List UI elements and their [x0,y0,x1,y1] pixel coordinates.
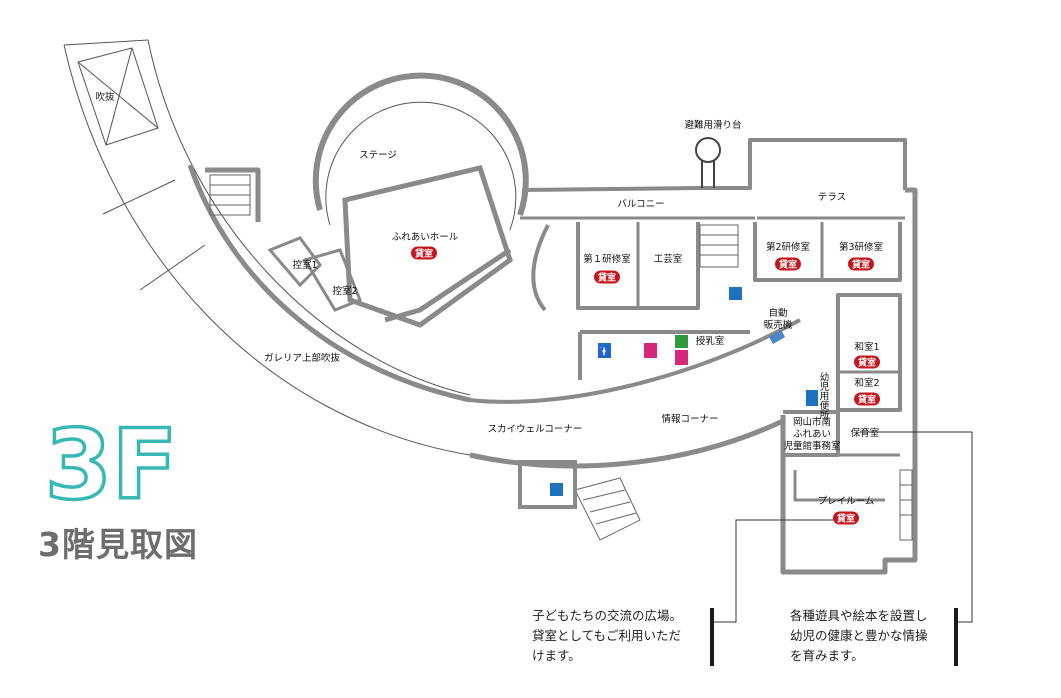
label-hall: ふれあいホール [392,232,459,243]
label-skywell: スカイウェルコーナー [488,424,583,435]
svg-text:🚹: 🚹 [598,345,610,358]
label-yoji-toilet: 幼児用便所 [818,371,830,420]
label-stage: ステージ [359,150,397,161]
room-labels: 吹抜 ステージ ふれあいホール 控室1 控室2 ガレリア上部吹抜 バルコニー 避… [95,91,883,507]
badge-hall: 貸室 [415,248,433,260]
badge-kenshu2: 貸室 [779,259,797,271]
badge-kenshu1: 貸室 [598,272,616,284]
note-bar-hoiku [954,608,958,666]
hall-structure [267,72,529,328]
rentable-badges: 貸室 貸室 貸室 貸室 貸室 貸室 貸室 [411,246,880,525]
label-kenshu3: 第3研修室 [839,241,883,253]
label-galleria: ガレリア上部吹抜 [264,352,341,364]
floor-title: 3階見取図 [38,525,198,564]
badge-washitsu1: 貸室 [858,357,876,369]
label-hoiku: 保育室 [851,427,880,439]
floor-code: 3F [45,409,177,521]
toilet-icons: 🚹 [550,287,818,496]
label-washitsu1: 和室1 [854,341,879,353]
label-office: 岡山市南ふれあい児童館事務室 [783,416,840,452]
label-vending: 自動販売機 [764,307,793,331]
floor-code-inner: 3F [45,409,177,521]
label-hikae2: 控室2 [332,285,357,297]
note-hoiku: 各種遊具や絵本を設置し 幼児の健康と豊かな情操 を育みます。 [790,608,928,663]
escape-slide [695,137,721,188]
void-box [77,47,159,146]
note-bar-playroom [710,608,714,666]
label-kogei: 工芸室 [654,253,683,265]
label-junyu: 授乳室 [696,335,725,347]
label-terrace: テラス [818,192,846,203]
badge-washitsu2: 貸室 [858,394,876,406]
label-fukinuke: 吹抜 [95,91,115,103]
label-balcony: バルコニー [617,199,664,210]
galleria-band [63,39,471,456]
leader-lines [714,431,973,623]
vending-machine [768,330,786,344]
label-kenshu2: 第2研修室 [766,241,810,253]
label-kenshu1: 第１研修室 [583,253,631,265]
label-slide: 避難用滑り台 [684,119,741,131]
label-playroom: プレイルーム [818,496,875,507]
label-joho: 情報コーナー [661,413,718,425]
badge-kenshu3: 貸室 [852,259,870,271]
badge-playroom: 貸室 [837,513,855,525]
label-washitsu2: 和室2 [854,377,879,389]
building-walls [187,138,918,575]
stairs [209,174,913,541]
note-playroom: 子どもたちの交流の広場。 貸室としてもご利用いただ けます。 [532,608,683,663]
label-hikae1: 控室1 [292,259,317,271]
